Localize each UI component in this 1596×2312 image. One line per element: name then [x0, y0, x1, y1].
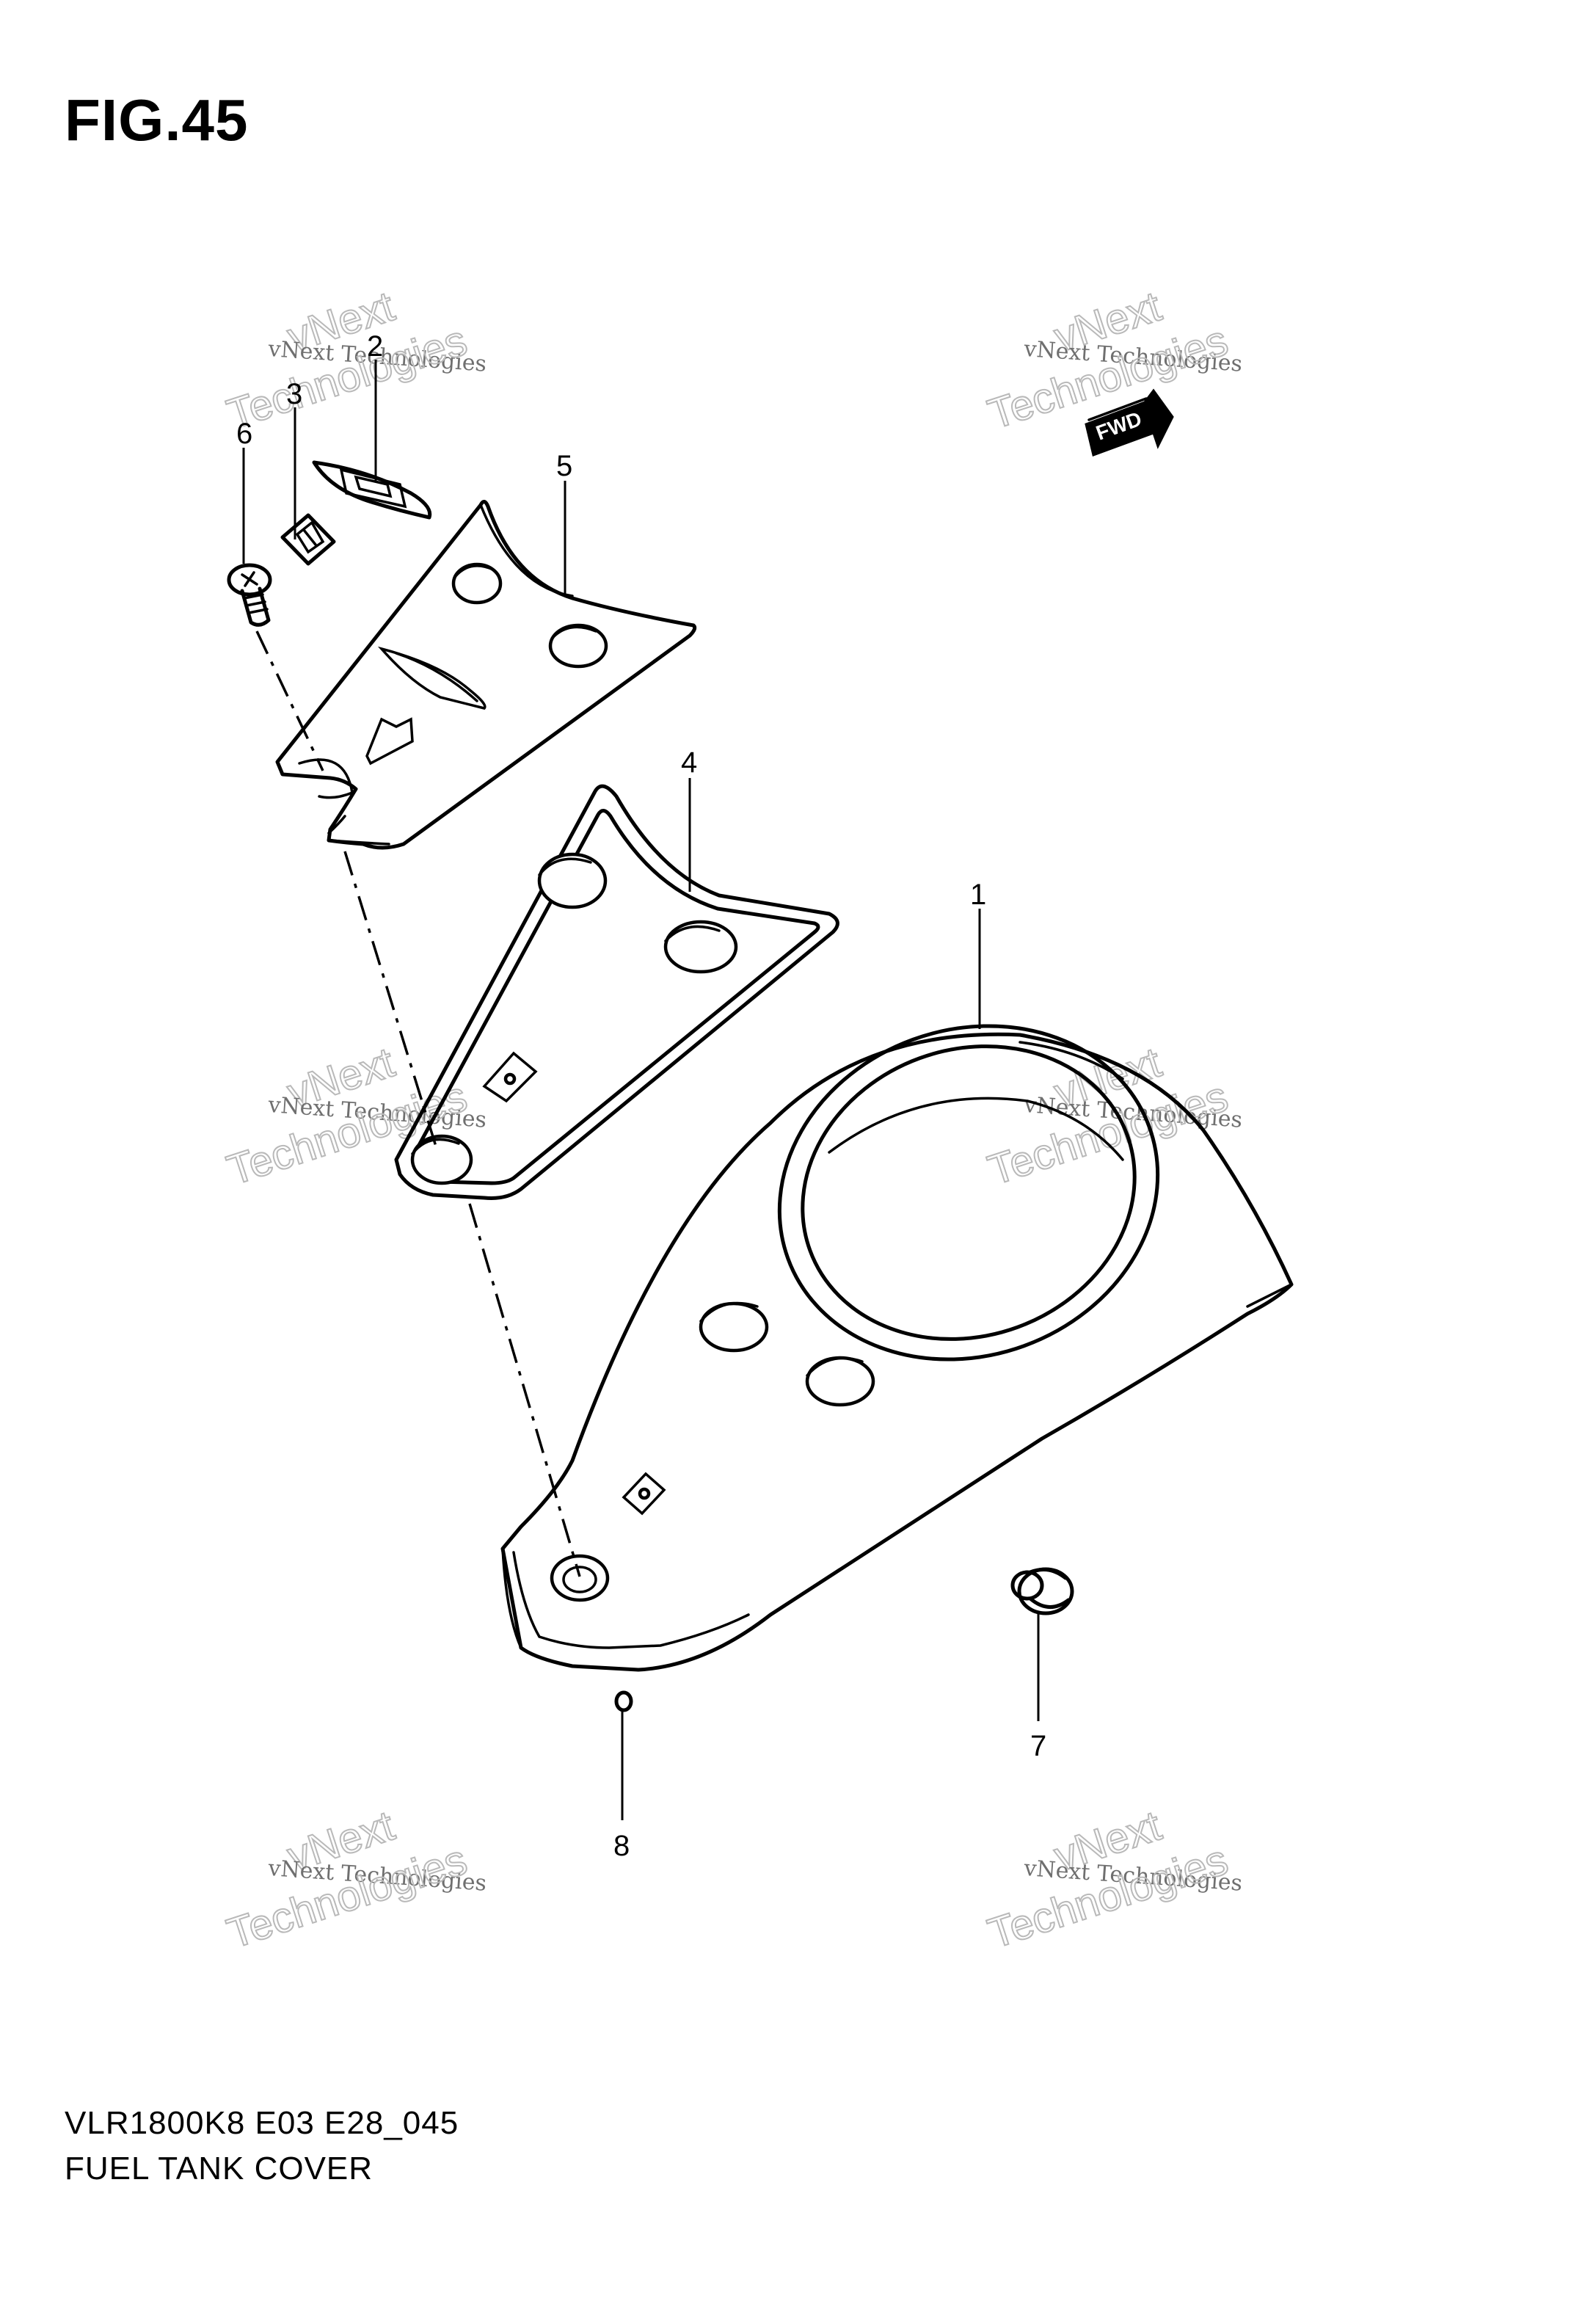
callout-1: 1	[970, 879, 986, 911]
fuel-tank-cover	[500, 1024, 1294, 1672]
clip-nut	[614, 1690, 633, 1712]
emblem-badge	[280, 513, 336, 566]
watermark-bottom-left: vNext vNext Technologies Technologies	[221, 1801, 487, 1959]
callout-7: 7	[1030, 1730, 1046, 1762]
callout-4: 4	[681, 746, 697, 779]
figure-title: FIG.45	[65, 87, 249, 153]
callout-2: 2	[367, 330, 383, 363]
screw	[227, 563, 272, 627]
watermark-top-left: vNext vNext Technologies Technologies	[221, 282, 487, 440]
figure-name: FUEL TANK COVER	[65, 2151, 374, 2186]
callout-3: 3	[286, 378, 302, 410]
model-code: VLR1800K8 E03 E28_045	[65, 2105, 459, 2141]
assembly-center-lines	[255, 630, 581, 1577]
grommet	[1010, 1567, 1074, 1615]
emblem	[312, 460, 432, 520]
callout-6: 6	[236, 418, 252, 450]
leader-lines	[242, 360, 1040, 1820]
callout-labels: 1 2 3 4 5 6 7 8	[236, 330, 1046, 1862]
callout-5: 5	[556, 450, 572, 482]
instrument-panel-cover	[275, 500, 697, 850]
watermark-bottom-right: vNext vNext Technologies Technologies	[982, 1801, 1243, 1959]
gasket	[394, 784, 839, 1200]
callout-8: 8	[613, 1830, 630, 1862]
